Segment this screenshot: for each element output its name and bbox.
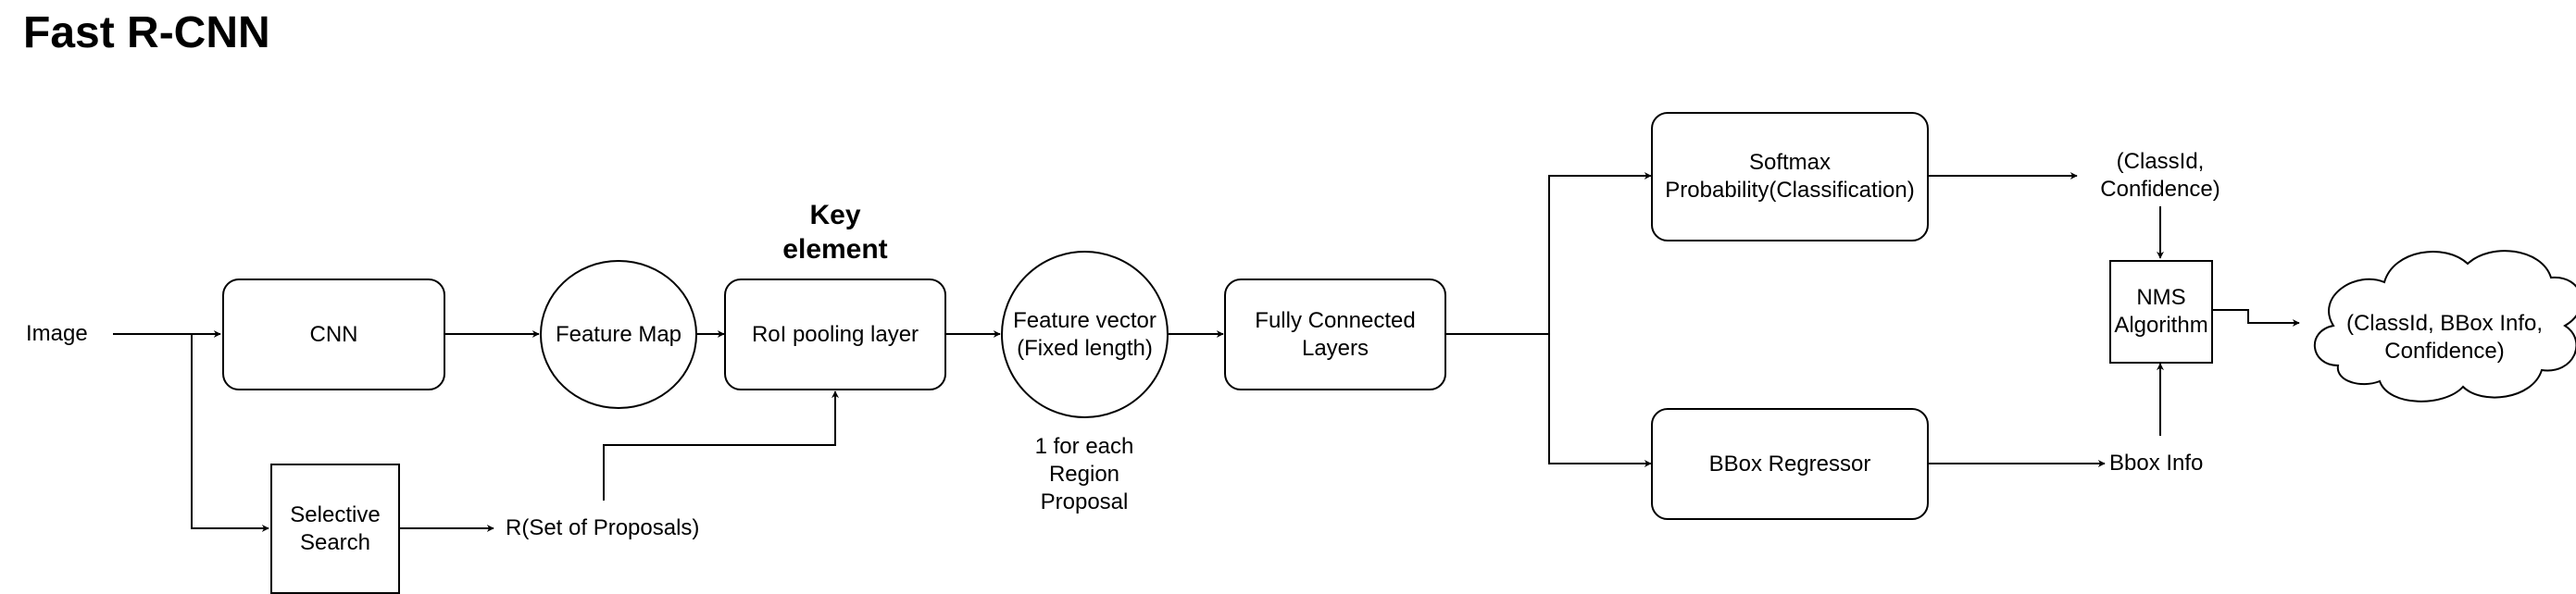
per-region-line3: Proposal bbox=[1040, 489, 1129, 514]
bbox-regressor-node: BBox Regressor bbox=[1651, 408, 1929, 520]
output-line2: Confidence) bbox=[2384, 339, 2505, 364]
feature-vector-line2: (Fixed length) bbox=[1017, 335, 1153, 361]
bbox-info-label-text: Bbox Info bbox=[2109, 451, 2204, 476]
edge-fc-to-bbox-regressor bbox=[1548, 334, 1652, 467]
diagram-title: Fast R-CNN bbox=[23, 8, 270, 57]
softmax-node: Softmax Probability(Classification) bbox=[1651, 112, 1929, 241]
bbox-regressor-label: BBox Regressor bbox=[1708, 451, 1871, 476]
fully-connected-node: Fully Connected Layers bbox=[1224, 278, 1446, 390]
edge-nms-to-output bbox=[2213, 309, 2300, 327]
per-region-note: 1 for each Region Proposal bbox=[1009, 433, 1159, 516]
feature-map-label: Feature Map bbox=[555, 321, 682, 347]
class-confidence-line2: Confidence) bbox=[2100, 177, 2220, 202]
edge-image-to-selective-search bbox=[191, 334, 269, 532]
bbox-info-label: Bbox Info bbox=[2109, 450, 2203, 477]
image-input-label: Image bbox=[26, 320, 88, 348]
edge-fc-to-softmax bbox=[1446, 172, 1652, 335]
key-element-line2: element bbox=[782, 233, 888, 265]
output-line1: (ClassId, BBox Info, bbox=[2345, 311, 2544, 336]
cnn-label: CNN bbox=[309, 321, 358, 347]
softmax-line2: Probability(Classification) bbox=[1665, 178, 1915, 203]
nms-line1: NMS bbox=[2136, 285, 2186, 310]
key-element-line1: Key bbox=[809, 200, 861, 230]
proposals-label-text: R(Set of Proposals) bbox=[506, 515, 700, 540]
feature-vector-line1: Feature vector bbox=[1013, 307, 1157, 333]
class-confidence-line1: (ClassId, bbox=[2116, 149, 2205, 174]
selective-search-node: Selective Search bbox=[270, 464, 400, 594]
feature-vector-node: Feature vector (Fixed length) bbox=[1001, 251, 1169, 418]
proposals-label: R(Set of Proposals) bbox=[506, 514, 699, 542]
softmax-line1: Softmax bbox=[1748, 150, 1832, 175]
selective-search-line2: Search bbox=[299, 529, 371, 555]
per-region-line1: 1 for each bbox=[1034, 434, 1134, 459]
feature-map-node: Feature Map bbox=[540, 260, 697, 409]
roi-pooling-label: RoI pooling layer bbox=[751, 321, 919, 347]
nms-line2: Algorithm bbox=[2114, 313, 2208, 338]
selective-search-line1: Selective bbox=[290, 501, 381, 527]
cnn-node: CNN bbox=[222, 278, 445, 390]
output-cloud-node: (ClassId, BBox Info, Confidence) bbox=[2315, 268, 2574, 407]
output-cloud-shape bbox=[2314, 250, 2576, 402]
nms-algorithm-node: NMS Algorithm bbox=[2109, 260, 2213, 364]
key-element-label: Key element bbox=[759, 199, 911, 266]
roi-pooling-node: RoI pooling layer bbox=[724, 278, 946, 390]
edge-proposals-to-roi bbox=[603, 390, 839, 501]
class-confidence-label: (ClassId, Confidence) bbox=[2086, 148, 2234, 204]
image-label-text: Image bbox=[26, 321, 88, 346]
fully-connected-line2: Layers bbox=[1301, 335, 1369, 361]
per-region-line2: Region bbox=[1048, 462, 1120, 487]
fully-connected-line1: Fully Connected bbox=[1255, 307, 1416, 333]
